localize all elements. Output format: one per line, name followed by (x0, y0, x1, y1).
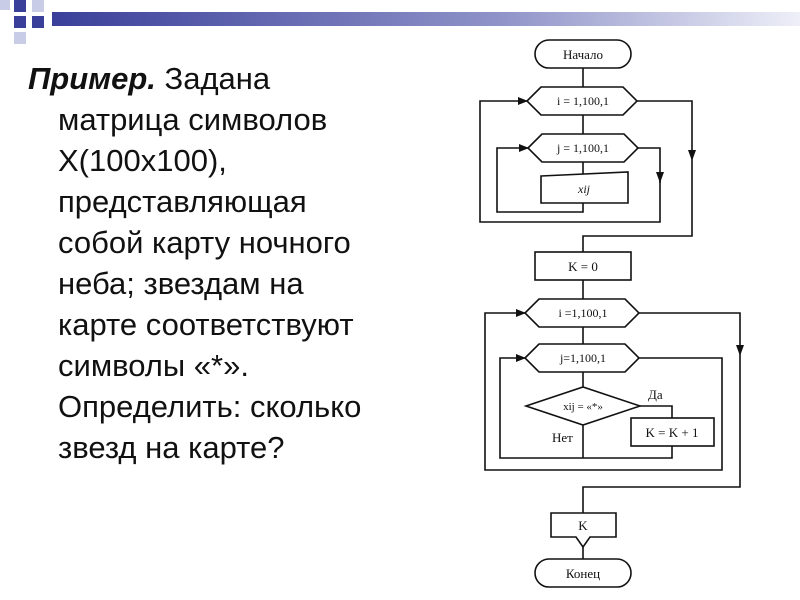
header-bar (52, 12, 800, 26)
text-line-2: матрица символов (58, 102, 328, 137)
deco-square-3 (32, 0, 44, 12)
loop-j2-exit (484, 309, 723, 471)
deco-square-4 (14, 16, 26, 28)
loop-i1-label: i = 1,100,1 (557, 94, 609, 108)
output-block (550, 512, 617, 549)
text-line-10: звезд на карте? (58, 430, 285, 465)
input-label: xij (577, 182, 591, 196)
loop-j2-return (499, 354, 583, 459)
deco-square-5 (32, 16, 44, 28)
text-line-5: собой карту ночного (58, 225, 351, 260)
output-label: K (578, 518, 588, 533)
text-line-7: карте соответствуют (58, 307, 354, 342)
header-decoration (0, 0, 800, 44)
text-line-1: Задана (155, 61, 271, 96)
loop-j1-return (496, 144, 584, 213)
deco-square-6 (14, 32, 26, 44)
lead-label: Пример. (28, 61, 156, 96)
input-block (540, 171, 629, 204)
text-line-3: X(100x100), (58, 143, 227, 178)
text-line-6: неба; звездам на (58, 266, 304, 301)
loop-i1-exit-tail (582, 160, 693, 252)
loop-j1-exit (638, 147, 661, 183)
deco-square-1 (0, 0, 10, 10)
loop-i2-exit (639, 312, 741, 355)
loop-i2-exit-tail (582, 355, 741, 513)
loop-i2-label: i =1,100,1 (558, 306, 607, 320)
loop-j2-label: j=1,100,1 (559, 351, 606, 365)
yes-merge (583, 446, 673, 459)
loop-j1-exit-tail (479, 97, 661, 223)
text-line-8: символы «*». (58, 348, 249, 383)
init-label: K = 0 (568, 259, 598, 274)
deco-square-2 (14, 0, 26, 12)
text-line-9: Определить: сколько (58, 389, 362, 424)
loop-j1-label: j = 1,100,1 (556, 141, 609, 155)
problem-statement: Пример. Задана матрица символов X(100x10… (28, 58, 448, 468)
condition-label: xij = «*» (563, 401, 603, 413)
end-terminal (534, 558, 632, 588)
increment-label: K = K + 1 (646, 425, 699, 440)
yes-label: Да (648, 387, 663, 402)
start-label: Начало (563, 47, 603, 62)
text-line-4: представляющая (58, 184, 307, 219)
increment-process (630, 417, 715, 447)
init-process (534, 251, 632, 281)
yes-branch (640, 405, 673, 418)
end-label: Конец (566, 566, 600, 581)
loop-i1-exit (637, 100, 693, 160)
no-label: Нет (552, 430, 573, 445)
